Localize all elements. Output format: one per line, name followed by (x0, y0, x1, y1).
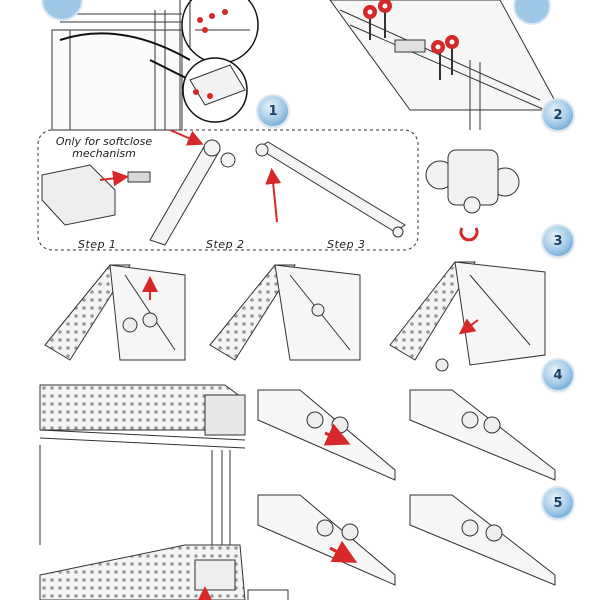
red-washers (363, 0, 459, 54)
screw-icon (209, 13, 215, 19)
badge-step-3: 3 (543, 226, 573, 256)
step1-illustration (41, 164, 151, 226)
rail-view-d (257, 389, 396, 481)
step3-illustration (255, 141, 406, 238)
screw-icon (222, 9, 228, 15)
cabinet-body (39, 445, 231, 545)
rail-view-g (409, 494, 556, 586)
softclose-panel (37, 129, 419, 251)
rail-view-e (409, 389, 556, 481)
badge-step-4: 4 (543, 360, 573, 390)
softclose-note-line1: Only for softclose (55, 135, 153, 148)
rotate-arrow-icon (459, 227, 479, 242)
screw-icon (193, 89, 199, 95)
cabinet-top-rail (39, 384, 246, 449)
zoom-detail-bottom (182, 57, 248, 123)
step1-label: Step 1 (78, 238, 117, 251)
screw-icon (202, 27, 208, 33)
softclose-note: Only for softclose mechanism (44, 136, 164, 160)
badge-partial (513, 0, 551, 25)
rail-view-c (389, 261, 546, 372)
badge-step-5: 5 (543, 488, 573, 518)
cabinet-bottom-rail (39, 544, 289, 603)
rail-view-f (257, 494, 396, 586)
screw-icon (207, 93, 213, 99)
step2-label: Step 2 (206, 238, 245, 251)
rail-view-b (209, 264, 361, 361)
screw-icon (197, 17, 203, 23)
frame-assembly-view (51, 0, 191, 131)
step2-illustration (149, 129, 236, 246)
badge-step-1: 1 (258, 96, 288, 126)
badge-partial (41, 0, 83, 21)
zoom-detail-top (181, 0, 259, 64)
roller-assembly (425, 149, 520, 242)
rail-view-a (44, 264, 186, 361)
badge-step-2: 2 (543, 100, 573, 130)
step3-label: Step 3 (327, 238, 366, 251)
softclose-note-line2: mechanism (72, 147, 136, 160)
